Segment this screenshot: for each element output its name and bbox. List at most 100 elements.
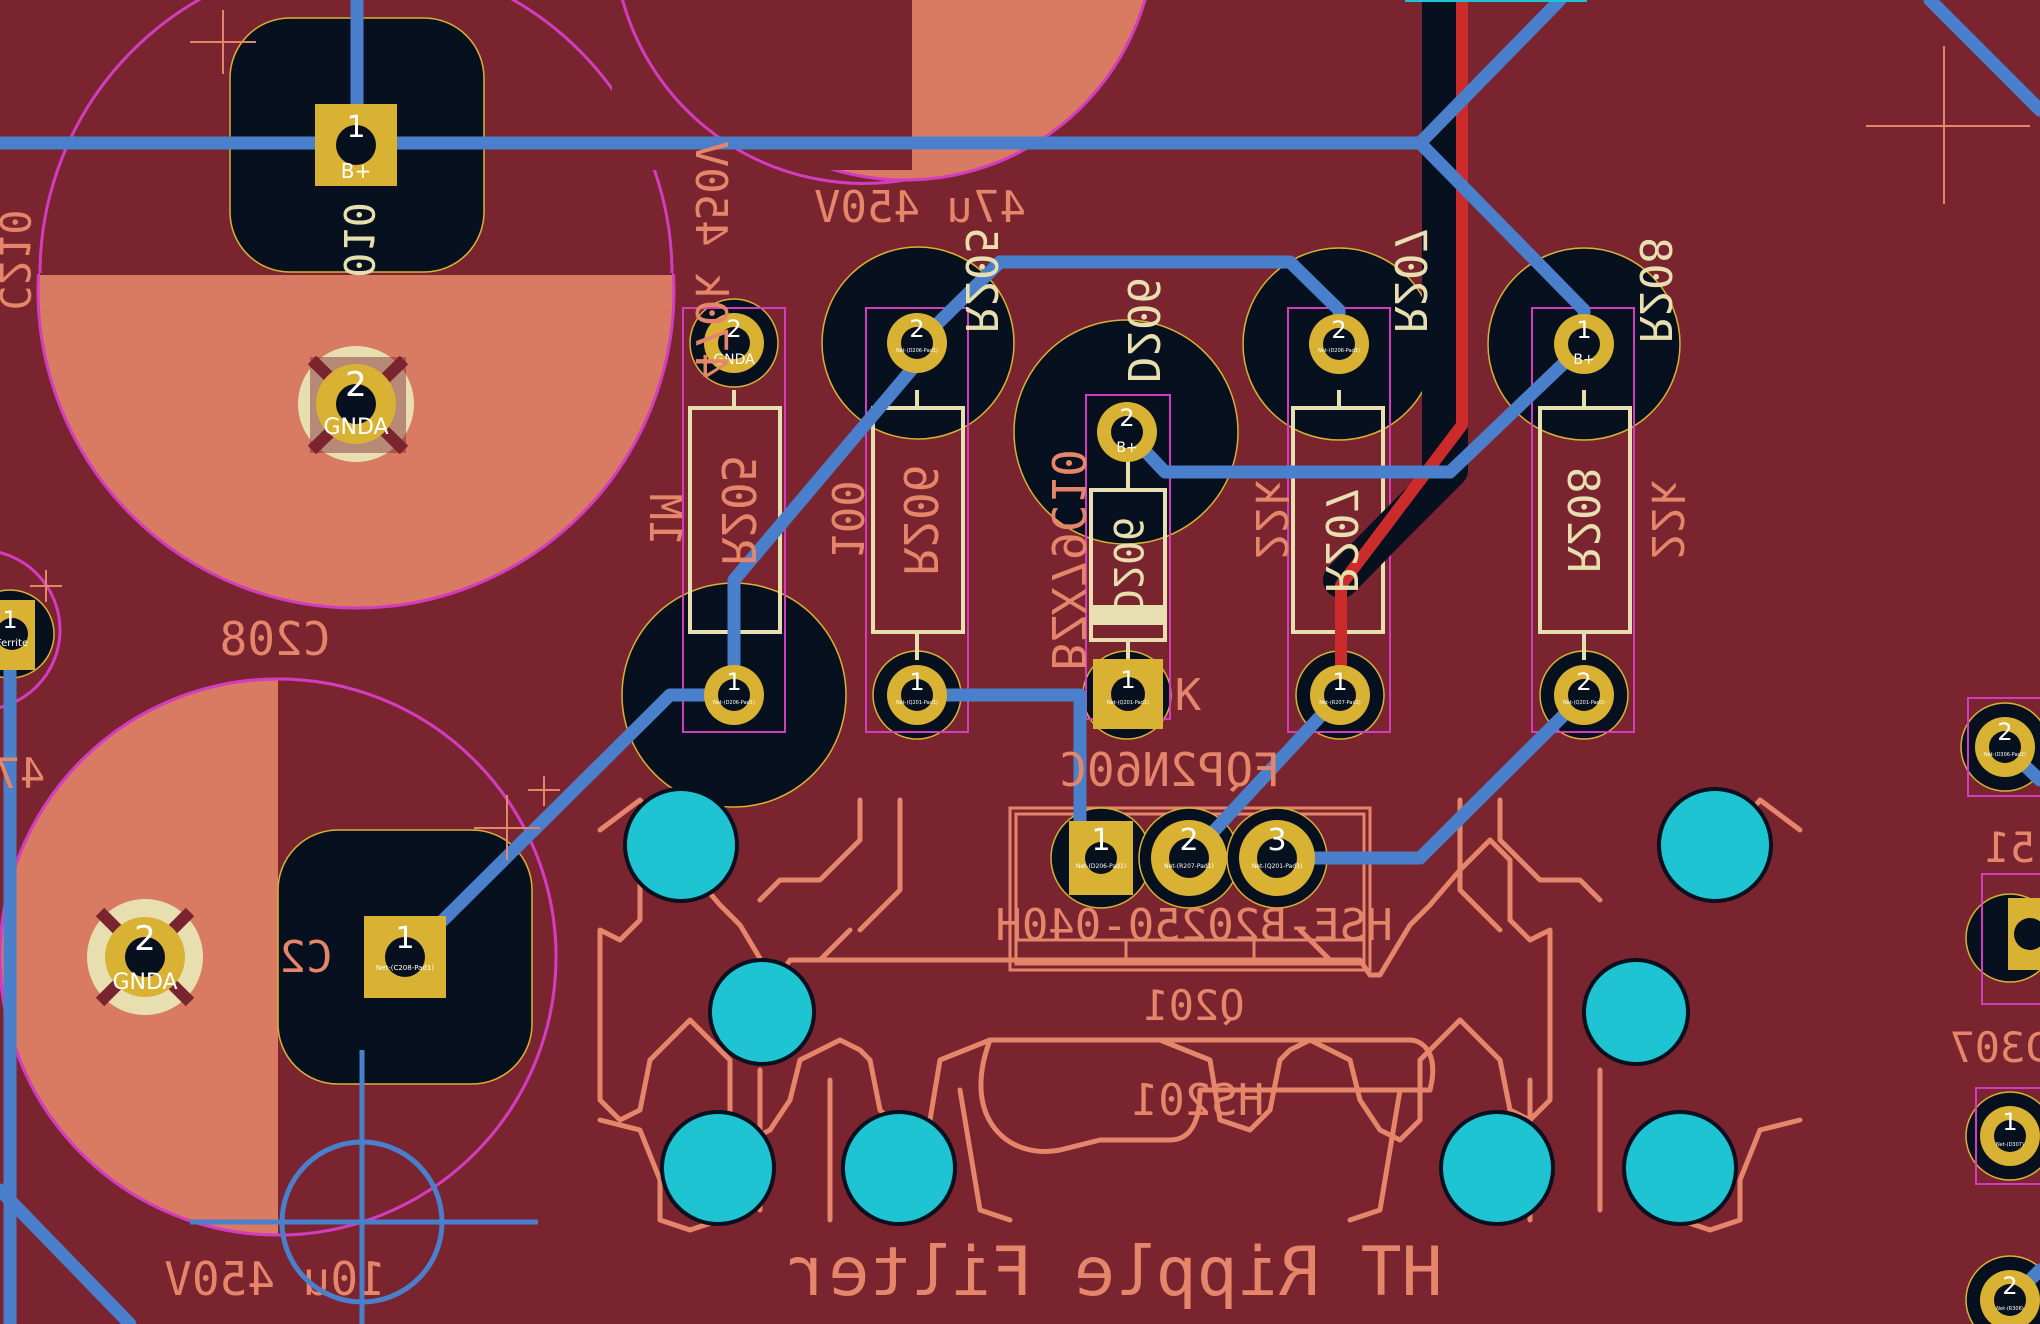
c2-value: 10u 450V	[164, 1252, 386, 1306]
r205-fab-ref: R205	[955, 227, 1006, 333]
svg-text:GNDA: GNDA	[713, 352, 755, 368]
heatsink-center-bottom	[978, 1037, 1436, 1154]
svg-text:Net-(D206-Pad1): Net-(D206-Pad1)	[1318, 348, 1360, 354]
d206-value: BZX79C10	[1041, 449, 1095, 671]
svg-text:2: 2	[345, 365, 367, 405]
hs201-value: HSE-B20250-040H	[995, 900, 1392, 951]
mounting-holes[interactable]	[623, 787, 1773, 1226]
d206-fab: D206	[1104, 517, 1150, 613]
r205-ref: R205	[711, 455, 765, 566]
heatsink-bottom-right	[1677, 1117, 1803, 1233]
svg-text:GNDA: GNDA	[112, 970, 177, 995]
r208-fab: R208	[1557, 467, 1608, 573]
r207-ref: R207	[1384, 227, 1435, 333]
c201-ref-vertical: 010	[334, 202, 383, 278]
svg-text:2: 2	[1179, 823, 1198, 858]
top-cyan-strip	[1405, 0, 1587, 2]
svg-text:2: 2	[2002, 1272, 2017, 1300]
pad-c201-2[interactable]	[298, 346, 414, 462]
svg-text:1: 1	[909, 668, 924, 696]
mount-hole-6	[841, 1110, 957, 1226]
svg-text:B+: B+	[341, 159, 371, 183]
pad-labels: 1 B+ 2 GNDA 1 Net-(C208-Pad1) 2 GNDA 2 G…	[0, 110, 2026, 1312]
c208-ref: C208	[220, 612, 331, 666]
r207-value: 22k	[1245, 480, 1296, 559]
courtyards	[682, 307, 2040, 1185]
pad-c2-2[interactable]	[87, 899, 203, 1015]
svg-text:2: 2	[1997, 718, 2012, 746]
r206-ref: R206	[893, 465, 947, 576]
c2-outline	[0, 677, 558, 1237]
svg-text:Net-(D206-Pad1): Net-(D206-Pad1)	[713, 700, 755, 706]
mount-hole-4	[1582, 958, 1690, 1066]
left-value: 47	[0, 749, 45, 798]
svg-text:Net-(D206-Pad1): Net-(D206-Pad1)	[1076, 863, 1126, 870]
svg-text:1: 1	[2002, 1108, 2017, 1136]
left-ref-vertical: C210	[0, 209, 39, 310]
svg-text:Net-(R306): Net-(R306)	[1996, 1306, 2024, 1312]
track-top-right	[1923, 0, 2040, 117]
mount-hole-8	[1622, 1110, 1738, 1226]
pads[interactable]	[0, 104, 2040, 1324]
svg-text:1: 1	[346, 110, 365, 145]
heatsink-fin-right-2	[1457, 797, 1503, 933]
svg-text:1: 1	[1091, 823, 1110, 858]
heatsink-hs201[interactable]	[597, 797, 1803, 1233]
svg-text:Net-(D306-Pad2): Net-(D306-Pad2)	[1984, 752, 2026, 758]
origin-marker	[190, 1050, 538, 1324]
r208-ref: R208	[1629, 237, 1680, 343]
q201-value: FQP2N60C	[1059, 743, 1281, 797]
svg-text:1: 1	[2, 606, 17, 634]
heatsink-fin-left-1	[757, 797, 863, 903]
mount-hole-5	[660, 1110, 776, 1226]
svg-text:Net-(R207-Pad1): Net-(R207-Pad1)	[1319, 700, 1361, 706]
c201-value-vertical: 470k 450V	[685, 141, 736, 379]
r206-value: 100	[821, 480, 872, 559]
svg-text:1: 1	[1332, 668, 1347, 696]
svg-text:1: 1	[726, 668, 741, 696]
svg-text:2: 2	[1331, 316, 1346, 344]
svg-text:2: 2	[134, 919, 156, 959]
heatsink-fin-right-1	[1497, 797, 1603, 903]
svg-text:B+: B+	[1116, 440, 1137, 456]
d206-cathode-band	[1091, 605, 1165, 625]
svg-text:1: 1	[395, 921, 414, 956]
r207-fab: R207	[1315, 487, 1366, 593]
svg-text:Net-(R207-Pad1): Net-(R207-Pad1)	[1164, 863, 1214, 870]
track-left-bottom	[0, 1183, 137, 1324]
red-track-1	[1335, 0, 1468, 701]
heatsink-outline-left	[597, 837, 993, 1143]
d307-ref: D307	[1949, 1023, 2040, 1072]
right-value: 51	[1985, 823, 2036, 872]
svg-text:1: 1	[1576, 316, 1591, 344]
svg-text:3: 3	[1267, 823, 1286, 858]
heatsink-outline-right	[1157, 837, 1553, 1143]
svg-text:Net-(D307): Net-(D307)	[1996, 1142, 2024, 1148]
svg-text:1: 1	[1120, 666, 1135, 694]
mount-hole-1	[623, 787, 739, 903]
r208-value: 22k	[1641, 480, 1692, 559]
svg-text:2: 2	[1119, 404, 1134, 432]
board-title: HT Ripple Filter	[787, 1233, 1442, 1312]
svg-text:2: 2	[1576, 668, 1591, 696]
c201-value: 47u 450V	[814, 182, 1026, 233]
svg-text:Ferrite: Ferrite	[0, 638, 28, 649]
svg-text:2: 2	[726, 315, 741, 343]
mount-hole-7	[1439, 1110, 1555, 1226]
r202-value: 1M	[639, 494, 690, 547]
svg-text:2: 2	[909, 315, 924, 343]
svg-text:Net-(D206-Pad1): Net-(D206-Pad1)	[896, 348, 938, 354]
heatsink-bottom-left	[597, 1117, 723, 1233]
svg-text:Net-(C208-Pad1): Net-(C208-Pad1)	[376, 964, 434, 972]
track-q201-3	[1270, 688, 1591, 865]
d206-ref: D206	[1117, 277, 1168, 383]
tracks-red	[1335, 0, 1468, 701]
svg-text:Net-(Q201-Pad3): Net-(Q201-Pad3)	[1563, 700, 1605, 706]
mount-hole-2	[1657, 787, 1773, 903]
silkscreen-text: HT Ripple Filter HS201 HSE-B20250-040H Q…	[0, 141, 2040, 1312]
d206-cathode-mark: K	[1175, 670, 1202, 721]
svg-text:B+: B+	[1573, 352, 1594, 368]
q201-ref: Q201	[1143, 981, 1244, 1030]
hs201-ref: HS201	[1132, 1075, 1264, 1126]
